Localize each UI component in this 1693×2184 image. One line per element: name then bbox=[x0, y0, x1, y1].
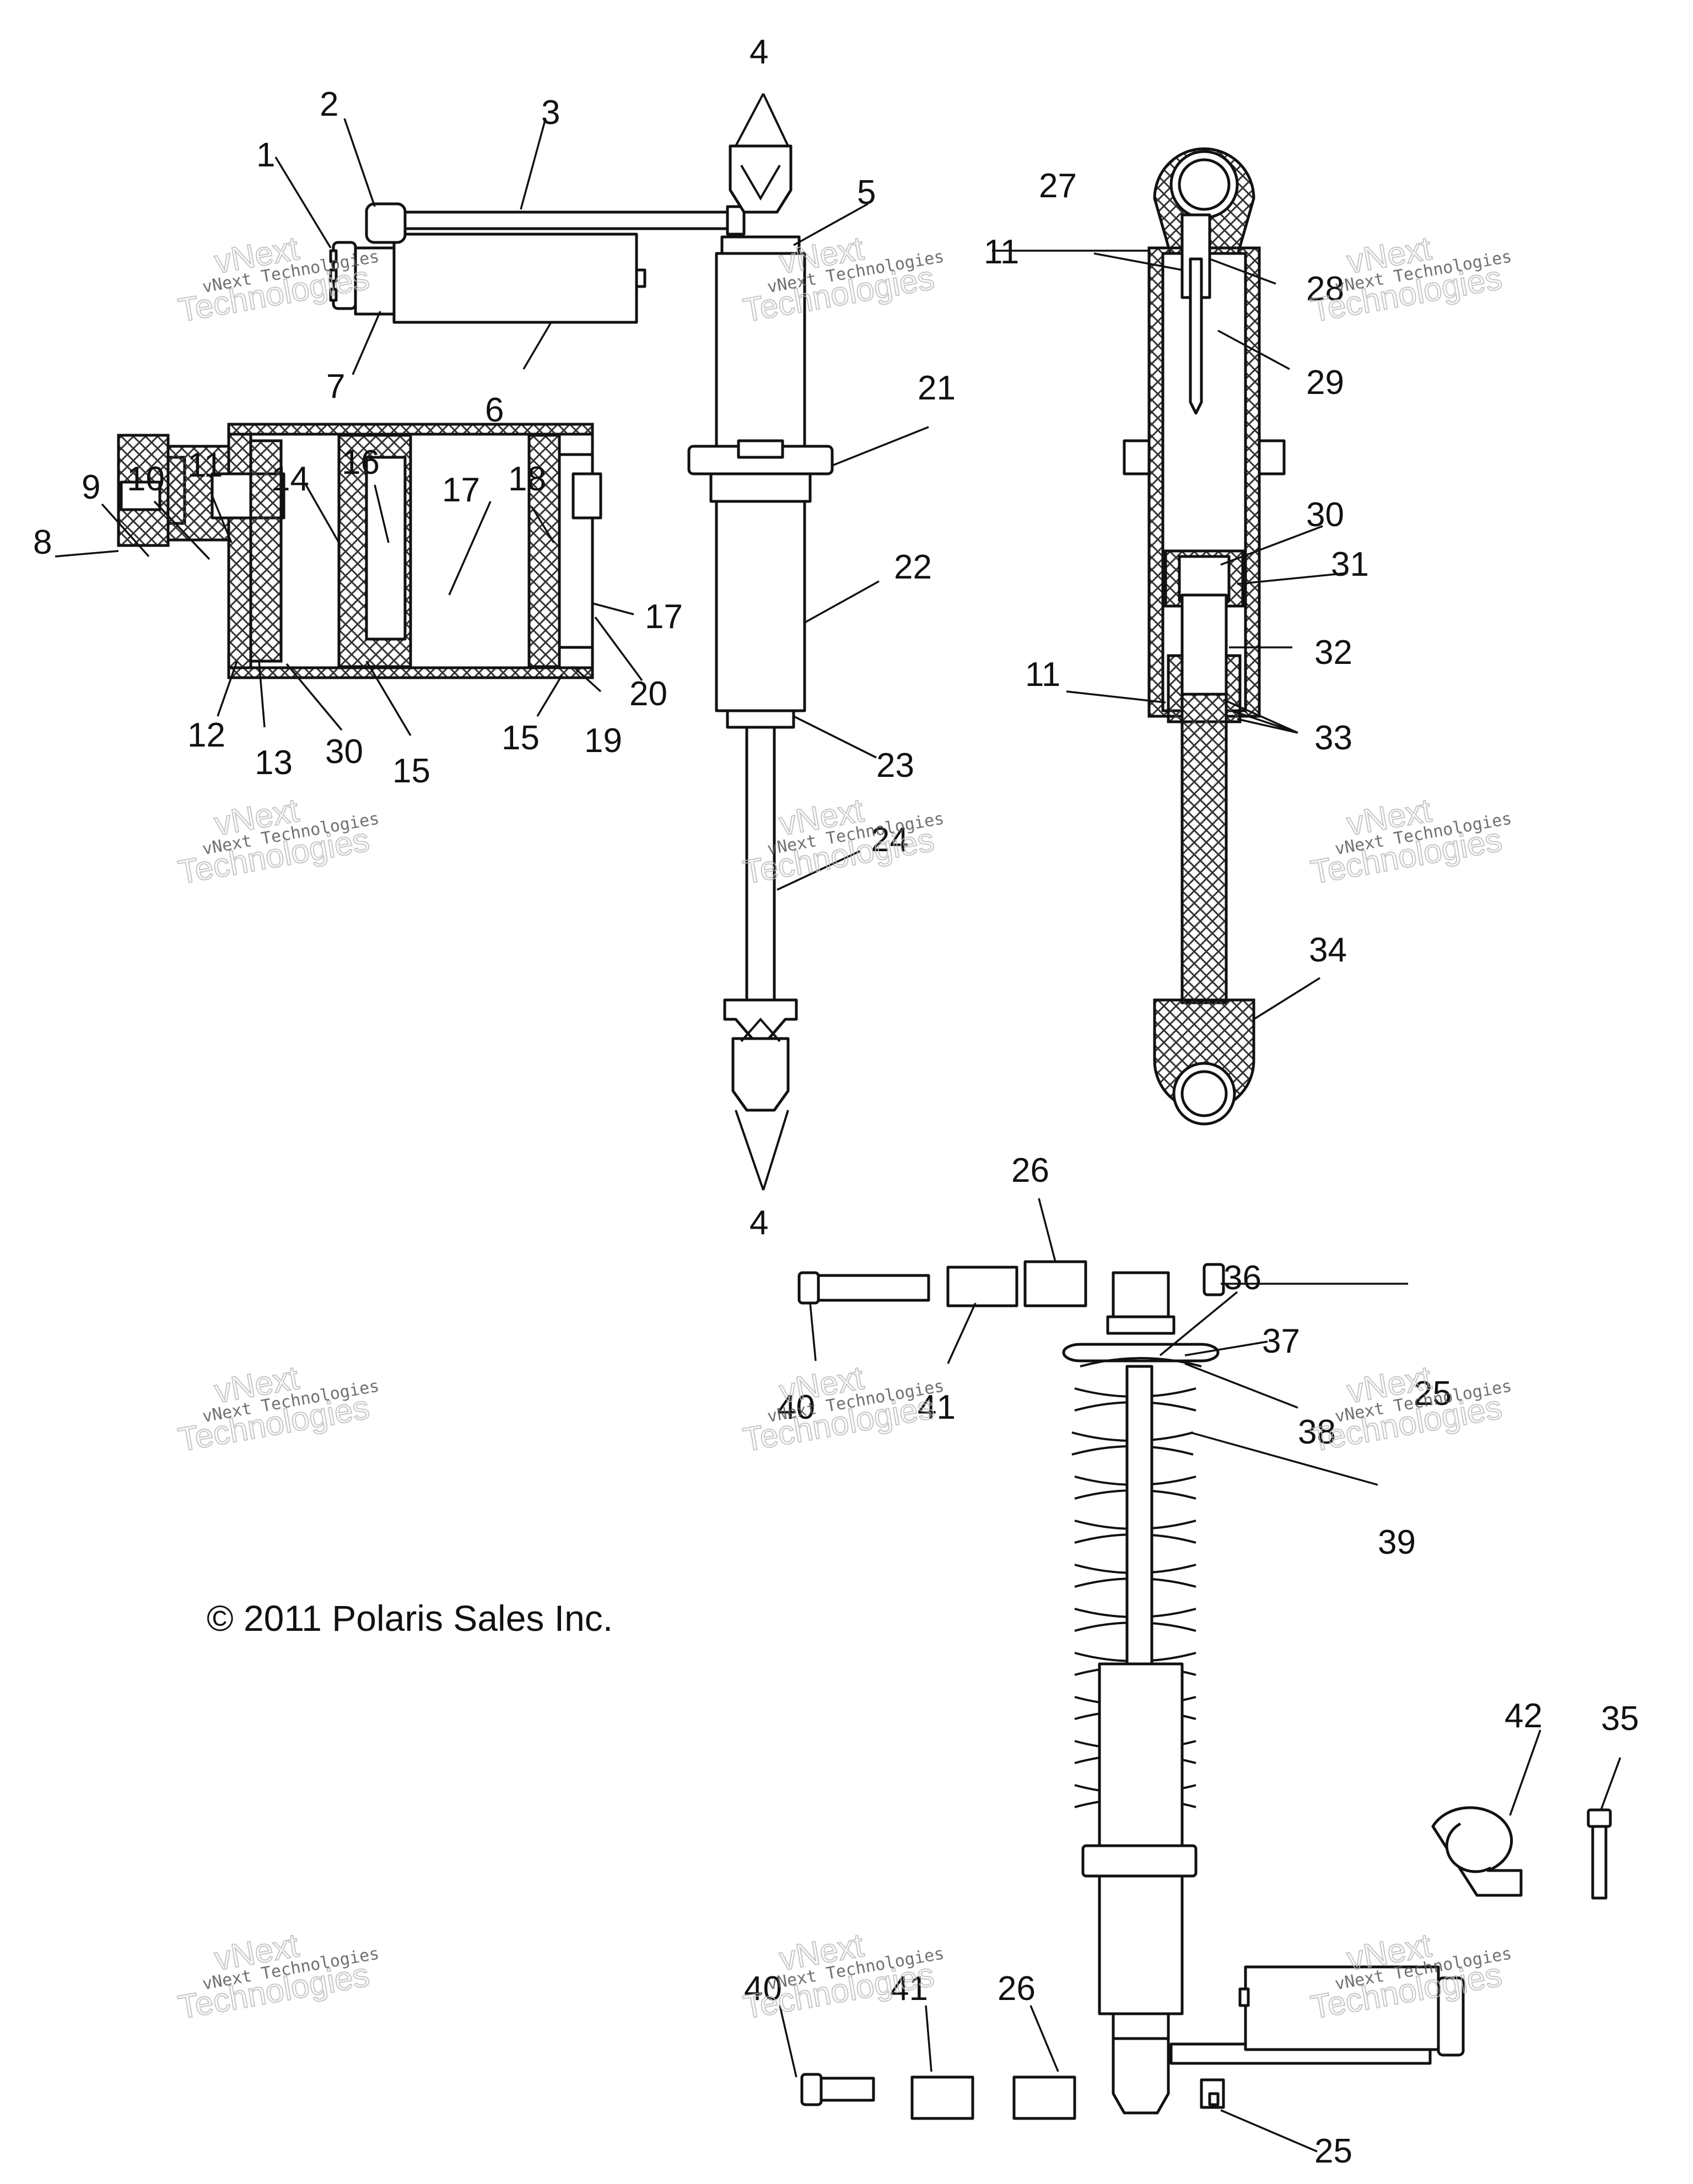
main-shock-body bbox=[687, 93, 834, 1191]
reservoir-assembly bbox=[329, 202, 746, 324]
callout-34: 34 bbox=[1309, 931, 1347, 969]
callout-1: 1 bbox=[256, 136, 275, 174]
callout-42: 42 bbox=[1505, 1697, 1543, 1735]
callout-28: 28 bbox=[1306, 270, 1344, 308]
callout-39: 39 bbox=[1378, 1523, 1416, 1561]
callout-19: 19 bbox=[584, 722, 622, 760]
reservoir-cross-section bbox=[117, 423, 602, 679]
callout-18: 18 bbox=[508, 460, 546, 498]
callout-24: 24 bbox=[871, 821, 909, 859]
callout-35: 35 bbox=[1601, 1700, 1639, 1738]
callout-7: 7 bbox=[326, 367, 345, 406]
callout-40-top: 40 bbox=[777, 1388, 815, 1426]
callout-41-bottom: 41 bbox=[890, 1970, 928, 2008]
callout-15-left: 15 bbox=[392, 752, 430, 790]
callout-32: 32 bbox=[1314, 634, 1352, 672]
callout-25-top: 25 bbox=[1414, 1375, 1452, 1413]
callout-25-bottom: 25 bbox=[1314, 2132, 1352, 2170]
callout-27: 27 bbox=[1039, 167, 1077, 205]
copyright-notice: © 2011 Polaris Sales Inc. bbox=[207, 1598, 613, 1639]
callout-8: 8 bbox=[33, 523, 52, 561]
callout-10: 10 bbox=[127, 460, 165, 498]
callout-41-top: 41 bbox=[918, 1388, 956, 1426]
callout-4-bottom: 4 bbox=[750, 1204, 768, 1242]
callout-labels: 1 2 3 4 5 6 7 8 9 10 11 12 13 14 15 15 1… bbox=[33, 33, 1639, 2170]
callout-31: 31 bbox=[1331, 545, 1369, 583]
callout-3: 3 bbox=[541, 94, 560, 132]
callout-23: 23 bbox=[876, 747, 914, 785]
callout-30-left: 30 bbox=[325, 733, 363, 771]
callout-15-right: 15 bbox=[502, 719, 540, 757]
callout-11-left: 11 bbox=[187, 446, 223, 484]
callout-21: 21 bbox=[918, 369, 956, 407]
callout-36: 36 bbox=[1223, 1259, 1261, 1297]
callout-30-right: 30 bbox=[1306, 496, 1344, 534]
callout-26-top: 26 bbox=[1011, 1152, 1049, 1190]
callout-22: 22 bbox=[894, 548, 932, 586]
callout-20: 20 bbox=[629, 675, 667, 713]
callout-16: 16 bbox=[342, 444, 380, 482]
callout-5: 5 bbox=[857, 174, 876, 212]
leader-lines bbox=[55, 118, 1621, 2153]
coilover-assembly bbox=[797, 1260, 1612, 2120]
callout-11-right-bottom: 11 bbox=[1025, 656, 1060, 694]
callout-38: 38 bbox=[1298, 1413, 1336, 1451]
callout-2: 2 bbox=[320, 85, 338, 123]
callout-14: 14 bbox=[271, 460, 309, 498]
callout-33: 33 bbox=[1314, 719, 1352, 757]
callout-11-right-top: 11 bbox=[984, 233, 1019, 271]
callout-12: 12 bbox=[187, 716, 225, 754]
callout-9: 9 bbox=[82, 468, 100, 506]
callout-40-bottom: 40 bbox=[744, 1970, 782, 2008]
callout-26-bottom: 26 bbox=[998, 1970, 1036, 2008]
callout-17-right: 17 bbox=[645, 598, 683, 636]
callout-6: 6 bbox=[485, 391, 504, 429]
shock-cross-section bbox=[1123, 147, 1286, 1126]
callout-17-top: 17 bbox=[442, 471, 480, 509]
callout-4-top: 4 bbox=[750, 33, 768, 71]
callout-37: 37 bbox=[1262, 1322, 1300, 1360]
callout-13: 13 bbox=[255, 744, 293, 782]
callout-29: 29 bbox=[1306, 364, 1344, 402]
